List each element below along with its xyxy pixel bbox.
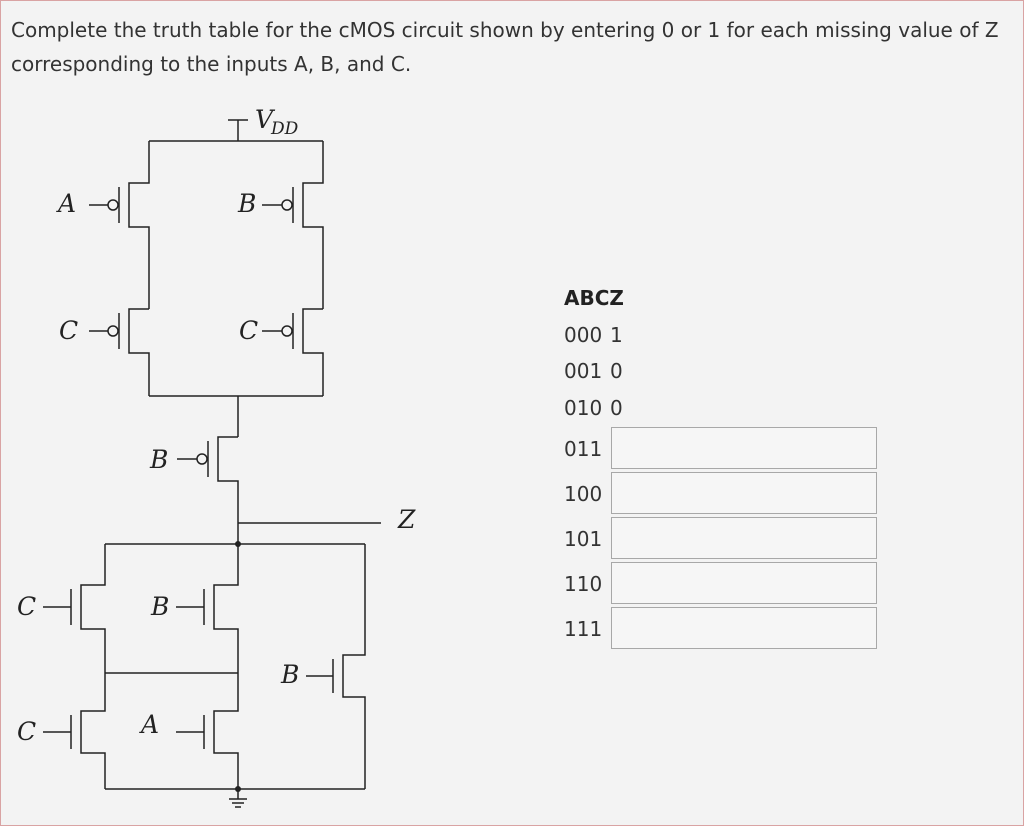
row-inputs: 000 bbox=[564, 323, 603, 347]
vdd-label: V bbox=[255, 105, 276, 134]
answer-input-011[interactable] bbox=[611, 427, 877, 469]
row-output: 0 bbox=[610, 396, 623, 420]
answer-input-110[interactable] bbox=[611, 562, 877, 604]
pmos-transistor-c-right bbox=[262, 308, 324, 396]
gate-label-nmos-c-lower: C bbox=[17, 717, 36, 746]
gate-label-nmos-c-upper: C bbox=[17, 592, 36, 621]
nmos-transistor-b-upper bbox=[176, 544, 239, 673]
gate-label-nmos-a: A bbox=[139, 710, 159, 739]
row-inputs: 101 bbox=[564, 527, 603, 551]
answer-input-100[interactable] bbox=[611, 472, 877, 514]
pmos-transistor-b-top bbox=[262, 141, 324, 309]
nmos-transistor-a bbox=[176, 673, 239, 789]
pmos-transistor-a bbox=[89, 141, 150, 309]
row-inputs: 010 bbox=[564, 396, 603, 420]
gate-label-pmos-b-top: B bbox=[237, 189, 256, 218]
answer-input-111[interactable] bbox=[611, 607, 877, 649]
row-inputs: 001 bbox=[564, 359, 603, 383]
pmos-transistor-b-series bbox=[177, 436, 239, 544]
gate-label-pmos-a: A bbox=[56, 189, 76, 218]
row-inputs: 110 bbox=[564, 572, 603, 596]
gate-label-nmos-b-upper: B bbox=[150, 592, 169, 621]
junction-dot-bottom bbox=[235, 786, 241, 792]
answer-input-101[interactable] bbox=[611, 517, 877, 559]
row-inputs: 011 bbox=[564, 437, 603, 461]
truth-table-header: ABCZ bbox=[564, 286, 624, 310]
nmos-transistor-b-right bbox=[306, 544, 366, 789]
row-output: 1 bbox=[610, 323, 623, 347]
output-z-label: Z bbox=[397, 505, 416, 534]
vdd-subscript: DD bbox=[270, 119, 299, 139]
gate-label-nmos-b-right: B bbox=[280, 660, 299, 689]
gate-label-pmos-c-left: C bbox=[59, 316, 78, 345]
row-inputs: 100 bbox=[564, 482, 603, 506]
nmos-transistor-c-lower bbox=[43, 673, 106, 789]
truth-table: ABCZ 000 1 001 0 010 0 011 100 101 110 bbox=[564, 1, 894, 701]
nmos-transistor-c-upper bbox=[43, 544, 106, 673]
pmos-transistor-c-left bbox=[89, 308, 150, 396]
gate-label-pmos-c-right: C bbox=[239, 316, 258, 345]
row-inputs: 111 bbox=[564, 617, 603, 641]
question-text: Complete the truth table for the cMOS ci… bbox=[11, 18, 999, 76]
junction-dot-top bbox=[235, 541, 241, 547]
row-output: 0 bbox=[610, 359, 623, 383]
gate-label-pmos-b-series: B bbox=[149, 445, 168, 474]
